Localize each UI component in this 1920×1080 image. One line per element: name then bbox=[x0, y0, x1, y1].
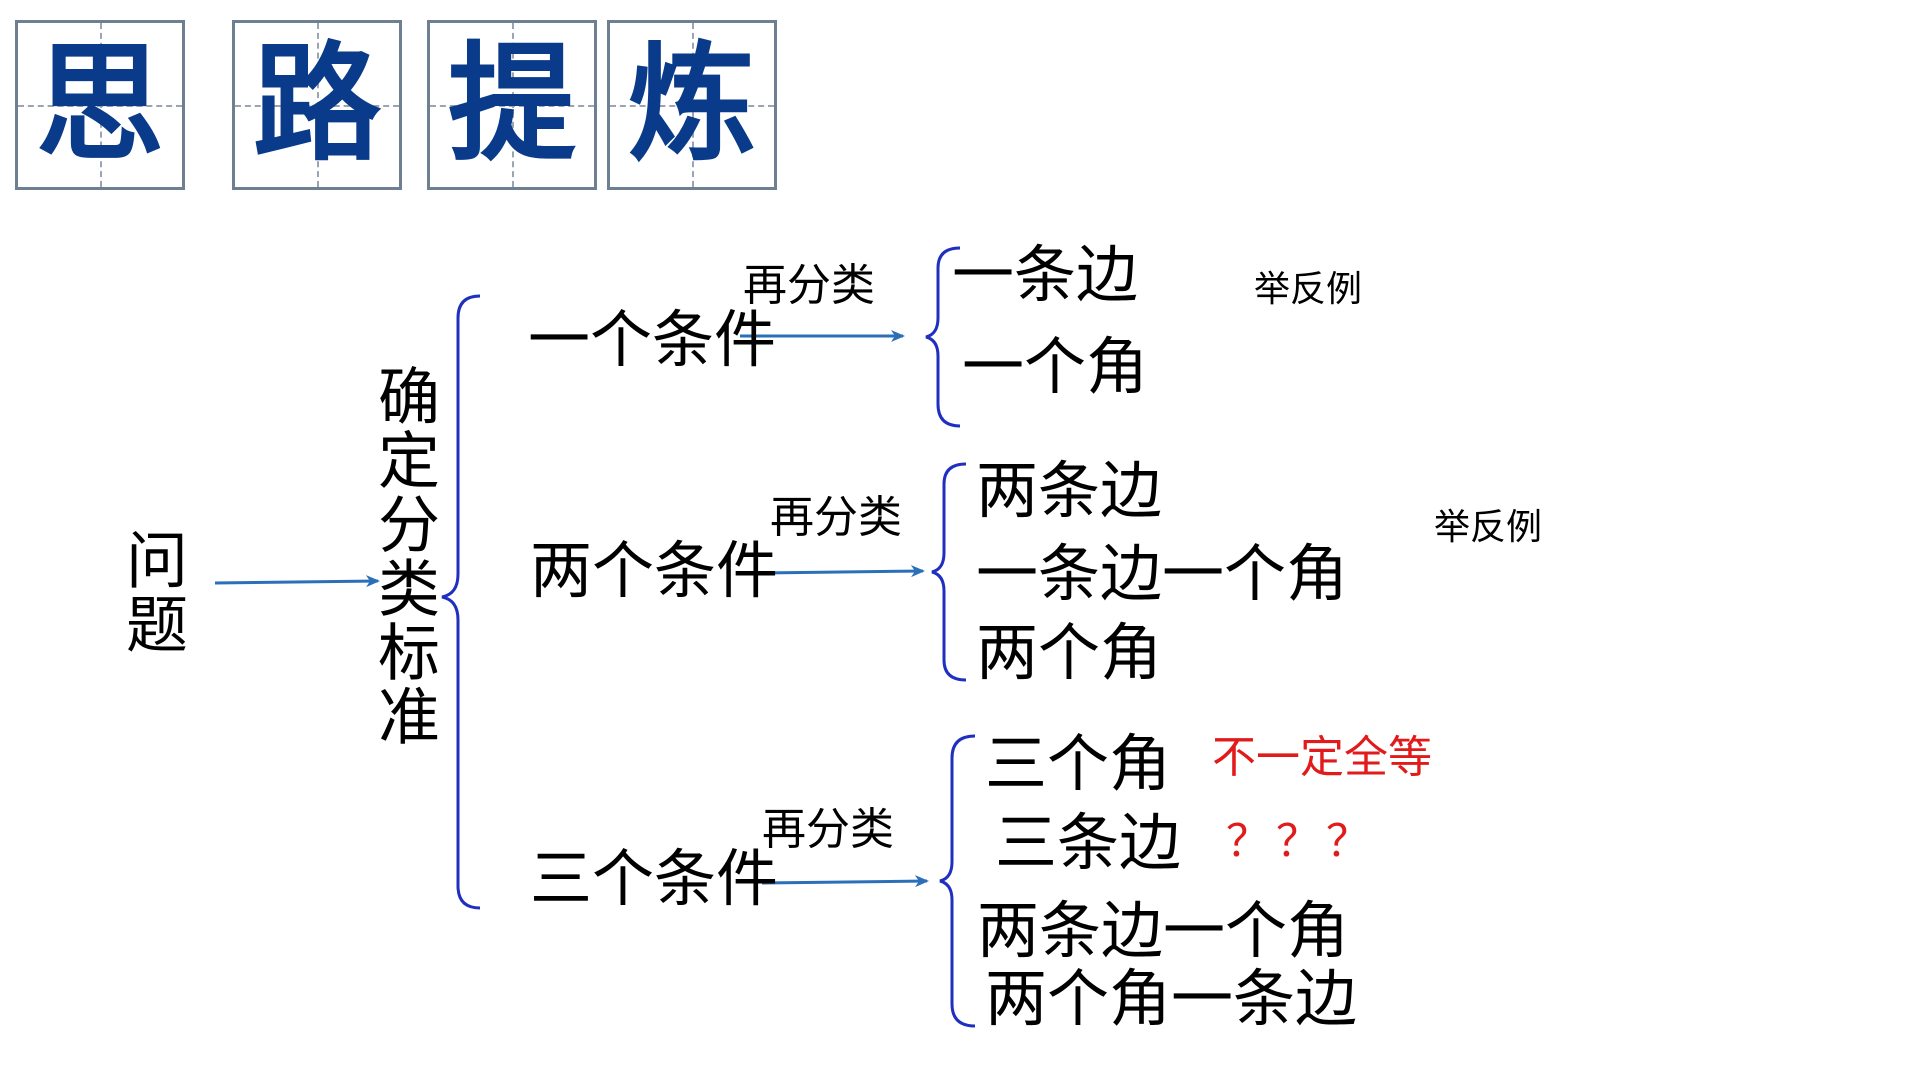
branch2-item-1: 两条边 bbox=[976, 454, 1163, 527]
branch2-note: 举反例 bbox=[1434, 507, 1543, 548]
branch2-item-2: 一条边一个角 bbox=[976, 537, 1349, 610]
branch3-item-4: 两个角一条边 bbox=[985, 962, 1358, 1035]
branch2-arrow bbox=[761, 565, 925, 578]
branch2-item-3: 两个角 bbox=[976, 616, 1163, 689]
criterion-label: 确定分类标准 bbox=[367, 364, 440, 748]
title-box-2: 路 bbox=[232, 20, 402, 190]
branch3-label: 三个条件 bbox=[530, 842, 779, 915]
branch3-item-2: 三条边 bbox=[995, 806, 1182, 879]
three-angles-note: 不一定全等 bbox=[1212, 732, 1432, 783]
root-label: 问题 bbox=[115, 528, 188, 656]
title-box-3: 提 bbox=[427, 20, 597, 190]
branch1-item-1: 一条边 bbox=[952, 238, 1139, 311]
branch3-item-3: 两条边一个角 bbox=[977, 894, 1350, 967]
branch1-subclass-label: 再分类 bbox=[743, 260, 875, 311]
three-sides-note: ？？？ bbox=[1226, 816, 1376, 867]
root-arrow bbox=[214, 575, 380, 588]
branch1-label: 一个条件 bbox=[528, 303, 777, 376]
branch2-label: 两个条件 bbox=[530, 534, 779, 607]
branch2-brace bbox=[931, 462, 967, 682]
title-box-4: 炼 bbox=[607, 20, 777, 190]
branch1-note: 举反例 bbox=[1254, 269, 1363, 310]
branch2-subclass-label: 再分类 bbox=[770, 492, 902, 543]
title-char-1: 思 bbox=[35, 30, 164, 179]
branch1-item-2: 一个角 bbox=[962, 330, 1149, 403]
title-char-4: 炼 bbox=[627, 30, 756, 179]
main-brace bbox=[441, 294, 481, 910]
branch3-item-1: 三个角 bbox=[985, 727, 1172, 800]
title-char-3: 提 bbox=[447, 30, 576, 179]
title-box-1: 思 bbox=[15, 20, 185, 190]
title-char-2: 路 bbox=[252, 30, 381, 179]
branch3-brace bbox=[939, 734, 976, 1028]
branch3-subclass-label: 再分类 bbox=[762, 804, 894, 855]
branch3-arrow bbox=[761, 875, 929, 888]
